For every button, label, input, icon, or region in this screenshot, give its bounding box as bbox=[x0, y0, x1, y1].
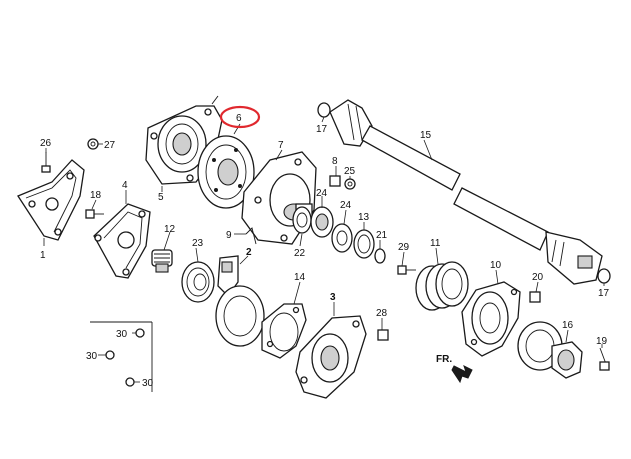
part-11-spring[interactable] bbox=[415, 261, 469, 311]
part-26-bolt[interactable] bbox=[41, 152, 51, 173]
part-14-gasket[interactable] bbox=[261, 303, 307, 359]
leader-lines bbox=[43, 116, 605, 383]
callout-5: 5 bbox=[158, 192, 164, 203]
part-5-housing[interactable] bbox=[145, 95, 223, 185]
part-4-plate[interactable] bbox=[93, 203, 151, 279]
callout-30a: 30 bbox=[116, 329, 128, 340]
callout-20: 20 bbox=[532, 272, 544, 283]
part-6-disc[interactable] bbox=[197, 135, 255, 209]
part-13-ring[interactable] bbox=[353, 229, 375, 259]
part-19-bolt[interactable] bbox=[599, 347, 610, 371]
callout-14: 14 bbox=[294, 272, 306, 283]
callout-28: 28 bbox=[376, 308, 388, 319]
callout-4: 4 bbox=[122, 180, 128, 191]
part-25-washer[interactable] bbox=[344, 178, 356, 190]
callout-16: 16 bbox=[562, 320, 574, 331]
part-22-bearing[interactable] bbox=[292, 206, 312, 234]
callout-9: 9 bbox=[226, 230, 232, 241]
front-direction-arrow bbox=[451, 365, 473, 384]
part-24-bearing-a[interactable] bbox=[310, 206, 334, 238]
callout-17b: 17 bbox=[598, 288, 610, 299]
part-12-plug[interactable] bbox=[151, 249, 173, 273]
part-2-holder[interactable] bbox=[215, 255, 265, 347]
callout-24a: 24 bbox=[316, 188, 328, 199]
callout-22: 22 bbox=[294, 248, 306, 259]
part-30-inset bbox=[90, 321, 153, 392]
callout-15: 15 bbox=[420, 130, 432, 141]
callout-1: 1 bbox=[40, 250, 46, 261]
part-30-washer-a[interactable] bbox=[135, 328, 145, 338]
callout-23: 23 bbox=[192, 238, 204, 249]
part-8-nut[interactable] bbox=[329, 175, 341, 187]
callout-30b: 30 bbox=[86, 351, 98, 362]
part-18-bolt[interactable] bbox=[85, 209, 104, 219]
callout-3: 3 bbox=[330, 292, 336, 303]
part-23-seal[interactable] bbox=[181, 261, 215, 303]
part-24-bearing-b[interactable] bbox=[331, 223, 353, 253]
callout-10: 10 bbox=[490, 260, 502, 271]
callout-8: 8 bbox=[332, 156, 338, 167]
callout-30c: 30 bbox=[142, 378, 154, 389]
callout-2: 2 bbox=[246, 247, 252, 258]
highlight-circle bbox=[219, 105, 261, 129]
callout-6: 6 bbox=[236, 113, 242, 124]
callout-26: 26 bbox=[40, 138, 52, 149]
part-9-pin[interactable] bbox=[245, 227, 257, 245]
callout-19: 19 bbox=[596, 336, 608, 347]
part-21-washer[interactable] bbox=[374, 248, 386, 264]
part-29-bolt[interactable] bbox=[397, 265, 416, 275]
part-10-housing[interactable] bbox=[461, 281, 521, 357]
callout-24b: 24 bbox=[340, 200, 352, 211]
part-20-nut[interactable] bbox=[529, 291, 541, 303]
part-27-nut[interactable] bbox=[87, 138, 99, 150]
callout-13: 13 bbox=[358, 212, 370, 223]
callout-29: 29 bbox=[398, 242, 410, 253]
part-30-washer-c[interactable] bbox=[125, 377, 135, 387]
part-30-washer-b[interactable] bbox=[105, 350, 115, 360]
front-direction-label: FR. bbox=[436, 354, 452, 365]
callout-11: 11 bbox=[430, 238, 441, 249]
part-17-cap-b[interactable] bbox=[597, 268, 611, 284]
callout-25: 25 bbox=[344, 166, 356, 177]
callout-21: 21 bbox=[376, 230, 388, 241]
callout-27: 27 bbox=[104, 140, 116, 151]
part-17-cap-a[interactable] bbox=[317, 102, 331, 118]
part-3-cover[interactable] bbox=[295, 315, 367, 399]
callout-18: 18 bbox=[90, 190, 102, 201]
callout-12: 12 bbox=[164, 224, 176, 235]
callout-7: 7 bbox=[278, 140, 284, 151]
part-15-shaft[interactable] bbox=[329, 99, 603, 285]
part-16-hub[interactable] bbox=[517, 321, 583, 379]
part-28-nut[interactable] bbox=[377, 329, 389, 341]
callout-labels: 26 27 18 4 1 5 6 7 9 12 23 2 14 3 22 24 … bbox=[40, 113, 610, 389]
callout-17a: 17 bbox=[316, 124, 328, 135]
part-1-bracket[interactable] bbox=[17, 159, 85, 241]
